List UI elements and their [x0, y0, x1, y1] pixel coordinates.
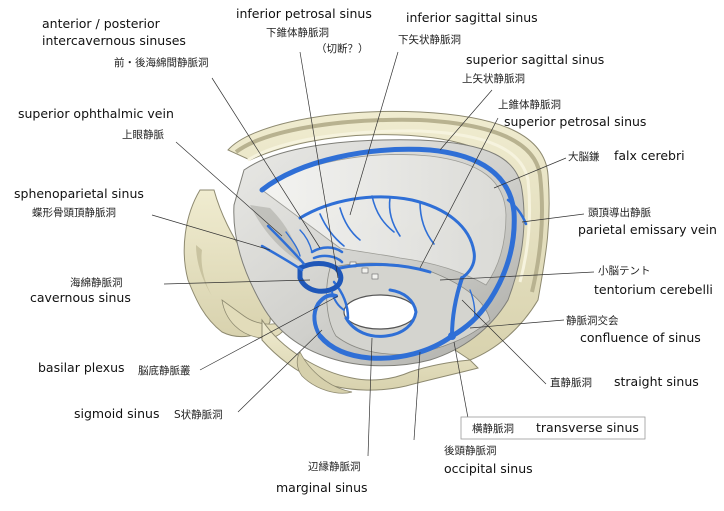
label-sigmoid-en: sigmoid sinus — [74, 406, 159, 421]
superior-ophthalmic-vein-vessel — [266, 224, 306, 266]
inferior-sagittal-sinus-vessel — [298, 195, 476, 280]
transverse-sinus-label-box — [460, 416, 646, 440]
label-confluence-en: confluence of sinus — [580, 330, 701, 345]
label-inferior-petrosal-jp: 下錐体静脈洞 — [266, 26, 329, 39]
label-basilar-en: basilar plexus — [38, 360, 125, 375]
confluence-of-sinus-node — [448, 332, 456, 340]
intercavernous-sinuses-vessel — [310, 246, 344, 264]
label-superior-petrosal-en: superior petrosal sinus — [504, 114, 646, 129]
label-falx-en: falx cerebri — [614, 148, 685, 163]
label-inferior-petrosal-en: inferior petrosal sinus — [236, 6, 372, 21]
label-parietal-emissary-jp: 頭頂導出静脈 — [588, 206, 651, 219]
label-tentorium-en: tentorium cerebelli — [594, 282, 713, 297]
label-transverse-jp: 横静脈洞 — [472, 422, 514, 435]
label-ant-post-intercavernous-en1: anterior / posterior — [42, 16, 161, 31]
label-transverse-en: transverse sinus — [536, 420, 639, 435]
label-marginal-jp: 辺縁静脈洞 — [308, 460, 361, 473]
straight-sinus-vessel — [450, 276, 464, 338]
superior-petrosal-sinus-vessel — [338, 263, 432, 274]
sphenoparietal-sinus-vessel — [260, 244, 304, 272]
calvaria-cut-inner — [247, 129, 532, 283]
label-falx-jp: 大脳鎌 — [568, 150, 600, 163]
label-marginal-en: marginal sinus — [276, 480, 368, 495]
label-superior-sagittal-jp: 上矢状静脈洞 — [462, 72, 525, 85]
label-cavernous-en: cavernous sinus — [30, 290, 131, 305]
cranial-cavity — [233, 139, 525, 367]
label-superior-ophthalmic-jp: 上眼静脈 — [122, 128, 164, 141]
label-confluence-jp: 静脈洞交会 — [566, 314, 619, 327]
label-straight-jp: 直静脈洞 — [550, 376, 592, 389]
falx-tributaries — [319, 195, 435, 247]
label-occipital-en: occipital sinus — [444, 461, 533, 476]
label-superior-petrosal-jp: 上錐体静脈洞 — [498, 98, 561, 111]
label-ant-post-intercavernous-en2: intercavernous sinuses — [42, 33, 186, 48]
leader-lines — [151, 51, 595, 457]
venous-sinuses — [259, 146, 528, 361]
label-inferior-sagittal-en: inferior sagittal sinus — [406, 10, 538, 25]
label-occipital-jp: 後頭静脈洞 — [444, 444, 497, 457]
mastoid — [296, 351, 353, 394]
foramen-magnum — [343, 294, 417, 330]
label-parietal-emissary-en: parietal emissary vein — [578, 222, 717, 237]
label-tentorium-jp: 小脳テント — [598, 265, 651, 277]
label-inferior-petrosal-note: （切断？） — [316, 42, 369, 55]
label-sphenoparietal-jp: 蝶形骨頭頂静脈洞 — [32, 206, 116, 219]
labels: anterior / posterior intercavernous sinu… — [14, 6, 717, 495]
label-sigmoid-jp: S状静脈洞 — [174, 408, 223, 421]
orbit-shadow — [196, 245, 212, 296]
label-cavernous-jp: 海綿静脈洞 — [70, 276, 123, 289]
label-sphenoparietal-en: sphenoparietal sinus — [14, 186, 144, 201]
cavernous-sinus-vessel — [297, 261, 344, 294]
basilar-plexus-vessel — [331, 291, 345, 311]
label-superior-ophthalmic-en: superior ophthalmic vein — [18, 106, 174, 121]
superior-sagittal-sinus-vessel — [259, 146, 517, 339]
label-superior-sagittal-en: superior sagittal sinus — [466, 52, 604, 67]
marginal-sinus-vessel — [344, 288, 418, 338]
label-ant-post-intercavernous-jp: 前・後海綿間静脈洞 — [114, 56, 209, 69]
floor-tributaries — [285, 229, 476, 323]
label-straight-en: straight sinus — [614, 374, 699, 389]
label-basilar-jp: 脳底静脈叢 — [138, 364, 191, 377]
label-inferior-sagittal-jp: 下矢状静脈洞 — [398, 33, 461, 46]
sigmoid-sinus-vessel — [312, 293, 338, 338]
